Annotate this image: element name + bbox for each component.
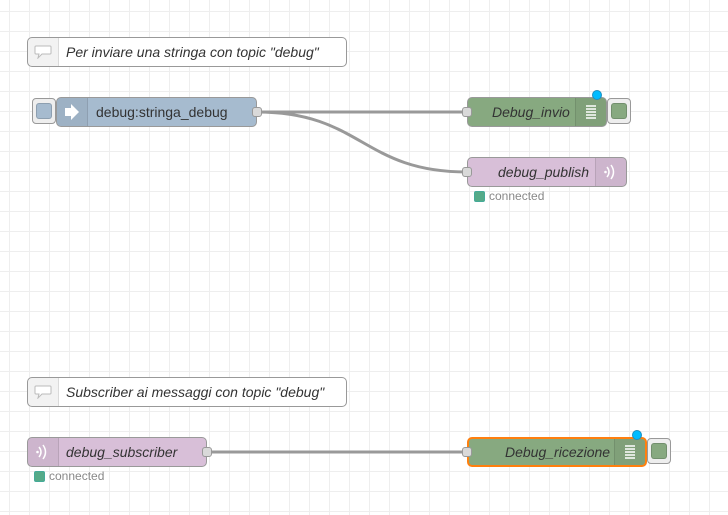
debug-subscriber-node[interactable]: debug_subscriber [27,437,212,467]
mqtt-wave-icon [595,158,626,186]
comment-text: Subscriber ai messaggi con topic "debug" [66,384,325,400]
debug-ricezione-toggle-button[interactable] [647,438,671,464]
debug-ricezione-node[interactable]: Debug_ricezione [462,437,647,467]
comment-node-send[interactable]: Per inviare una stringa con topic "debug… [27,37,347,67]
debug-publish-node[interactable]: debug_publish [462,157,627,187]
debug-invio-toggle-swatch [611,103,627,119]
comment-bubble-icon [28,378,59,406]
debug-subscriber-output-port[interactable] [202,447,212,457]
status-connected-dot [474,190,485,202]
debug-invio-changed-indicator [592,90,602,100]
debug-list-icon [614,439,645,465]
inject-trigger-swatch [36,103,52,119]
inject-node[interactable]: debug:stringa_debug [56,97,262,127]
debug-ricezione-toggle-swatch [651,443,667,459]
inject-node-label: debug:stringa_debug [96,104,228,120]
comment-text: Per inviare una stringa con topic "debug… [66,44,319,60]
debug-invio-node[interactable]: Debug_invio [462,97,607,127]
debug-publish-label: debug_publish [498,164,590,180]
debug-ricezione-label: Debug_ricezione [505,444,611,460]
inject-output-port[interactable] [252,107,262,117]
wire-inject-to-debug-publish[interactable] [256,110,468,174]
debug-publish-input-port[interactable] [462,167,472,177]
comment-node-subscriber[interactable]: Subscriber ai messaggi con topic "debug" [27,377,347,407]
debug-ricezione-input-port[interactable] [462,447,472,457]
mqtt-wave-icon [28,438,59,466]
debug-subscriber-label: debug_subscriber [66,444,178,460]
inject-arrow-icon [57,98,88,126]
debug-invio-toggle-button[interactable] [607,98,631,124]
debug-invio-input-port[interactable] [462,107,472,117]
status-connected-dot [34,470,45,482]
debug-ricezione-changed-indicator [632,430,642,440]
debug-invio-label: Debug_invio [492,104,570,120]
debug-publish-status: connected [474,189,544,203]
debug-subscriber-status-text: connected [49,469,105,483]
inject-trigger-button[interactable] [32,98,56,124]
debug-publish-status-text: connected [489,189,545,203]
debug-list-icon [575,98,606,126]
debug-subscriber-status: connected [34,469,104,483]
comment-bubble-icon [28,38,59,66]
